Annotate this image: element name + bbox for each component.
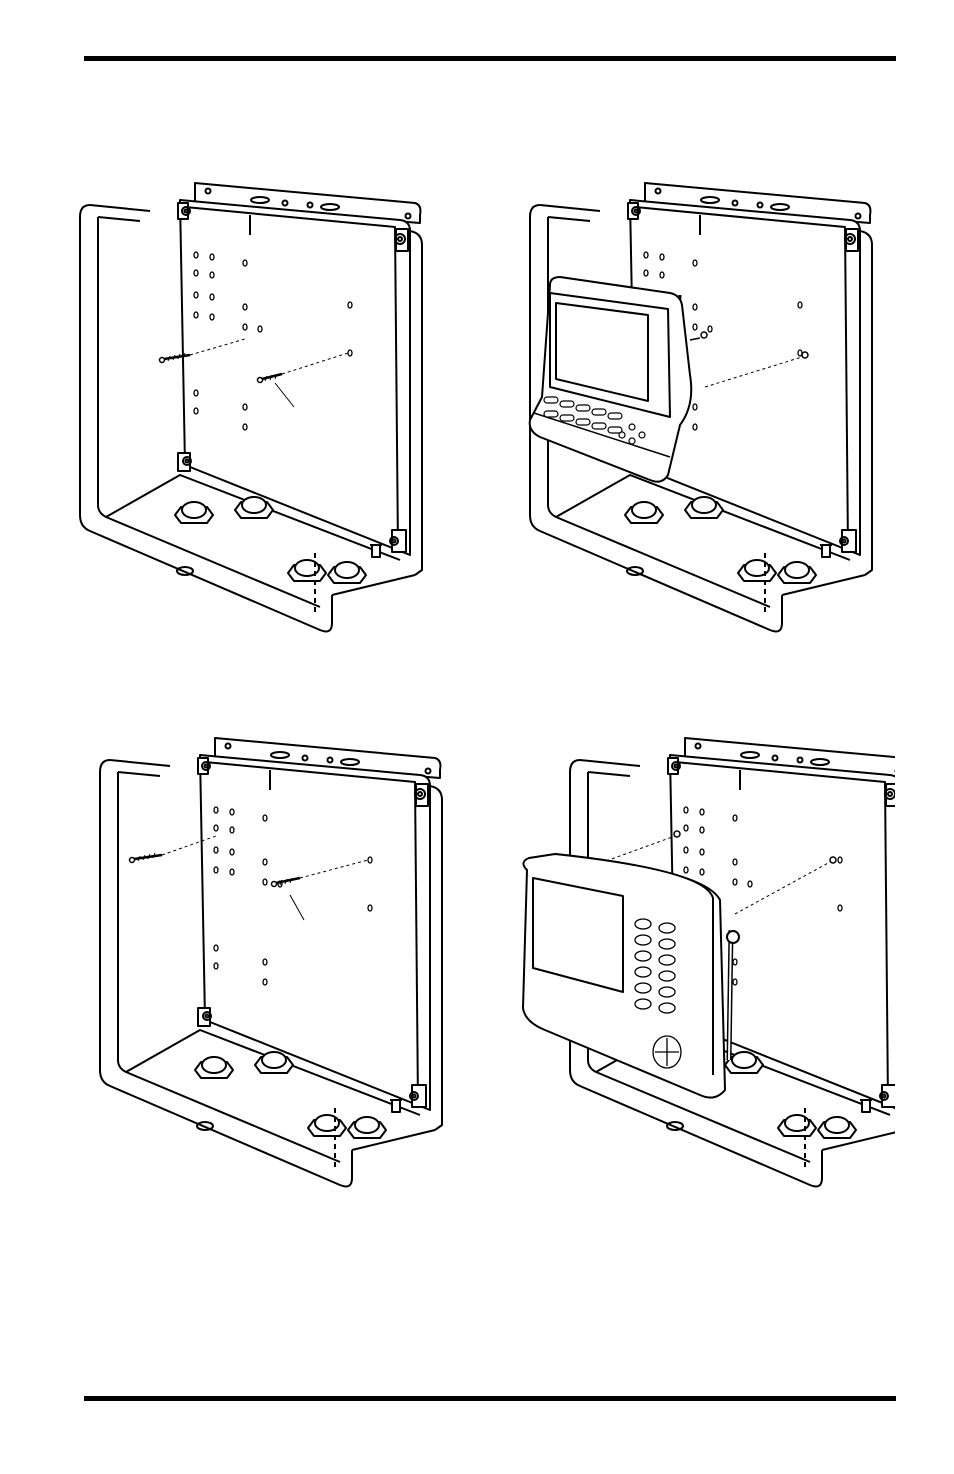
footer-rule [84,1396,896,1401]
enclosure-figure-top-right [520,175,890,645]
header-rule [84,56,896,61]
enclosure-figure-bottom-right [515,730,895,1200]
console-unit [523,854,739,1098]
enclosure-figure-bottom-left [90,730,460,1200]
enclosure-figure-top-left [70,175,440,645]
enclosure-with-console-drawing [520,175,890,645]
enclosure-with-console-drawing [515,730,895,1200]
console-unit [530,277,692,482]
enclosure-drawing [90,730,460,1200]
enclosure-drawing [70,175,440,645]
